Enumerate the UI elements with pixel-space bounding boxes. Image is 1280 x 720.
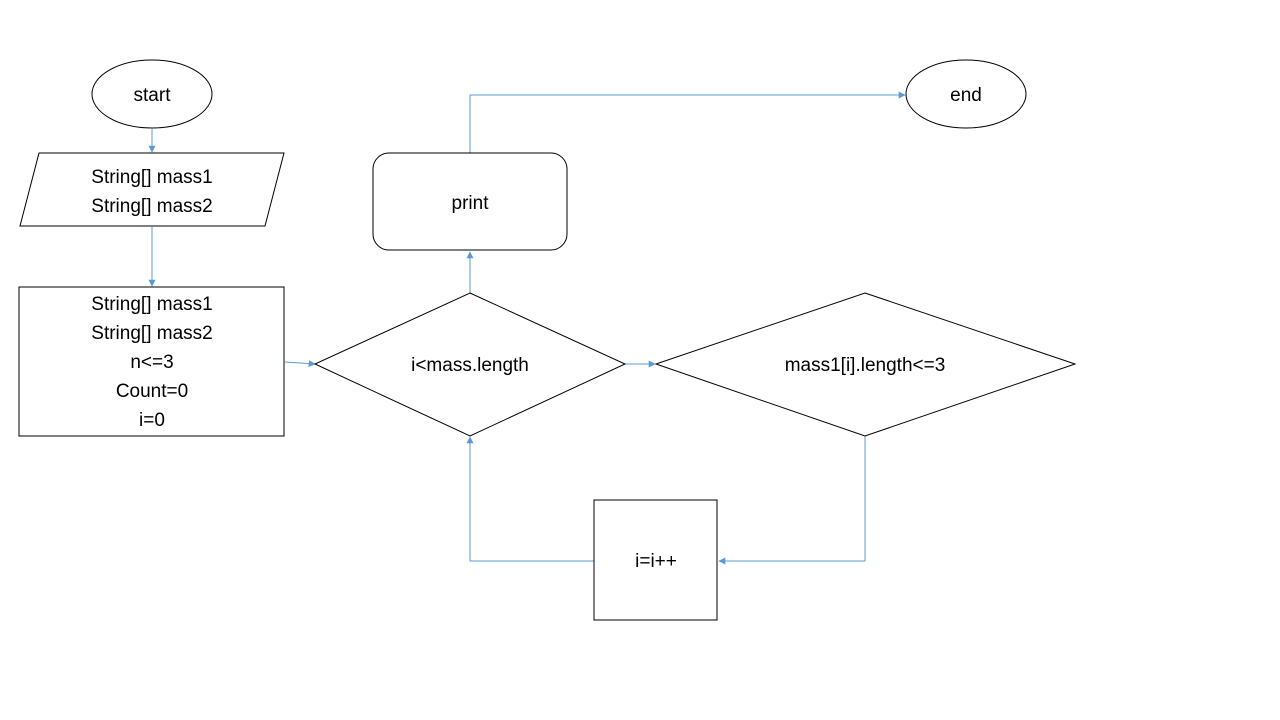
- input-line-2: String[] mass2: [91, 196, 212, 217]
- edge-length-condition-to-increment: [718, 436, 866, 565]
- end-label: end: [950, 85, 982, 106]
- start-node: start: [91, 59, 213, 129]
- input-parallelogram: [19, 152, 285, 227]
- start-ellipse: [91, 59, 213, 129]
- input-line-1: String[] mass1: [91, 167, 212, 188]
- end-ellipse: [905, 59, 1027, 129]
- loop-condition-diamond: [313, 292, 627, 437]
- init-line-4: Count=0: [116, 381, 188, 402]
- init-node: String[] mass1 String[] mass2 n<=3 Count…: [18, 286, 285, 437]
- length-condition-diamond: [654, 292, 1077, 437]
- end-node: end: [905, 59, 1027, 129]
- increment-rectangle: [593, 499, 718, 621]
- edge-print-to-end: [469, 91, 906, 153]
- start-label: start: [134, 85, 172, 106]
- print-node: print: [372, 152, 568, 251]
- loop-condition-node: i<mass.length: [313, 292, 627, 437]
- edge-increment-to-loop-condition: [466, 436, 594, 562]
- connectors: [148, 91, 906, 565]
- init-rectangle: [18, 286, 285, 437]
- print-rounded-rectangle: [372, 152, 568, 251]
- init-line-1: String[] mass1: [91, 294, 212, 315]
- increment-label: i=i++: [635, 551, 677, 572]
- init-line-2: String[] mass2: [91, 323, 212, 344]
- init-line-5: i=0: [139, 410, 165, 431]
- edge-init-to-loop-condition: [284, 360, 316, 368]
- input-node: String[] mass1 String[] mass2: [19, 152, 285, 227]
- print-label: print: [452, 193, 490, 214]
- loop-condition-label: i<mass.length: [411, 355, 529, 376]
- increment-node: i=i++: [593, 499, 718, 621]
- length-condition-node: mass1[i].length<=3: [654, 292, 1077, 437]
- init-line-3: n<=3: [130, 352, 173, 373]
- length-condition-label: mass1[i].length<=3: [785, 355, 946, 376]
